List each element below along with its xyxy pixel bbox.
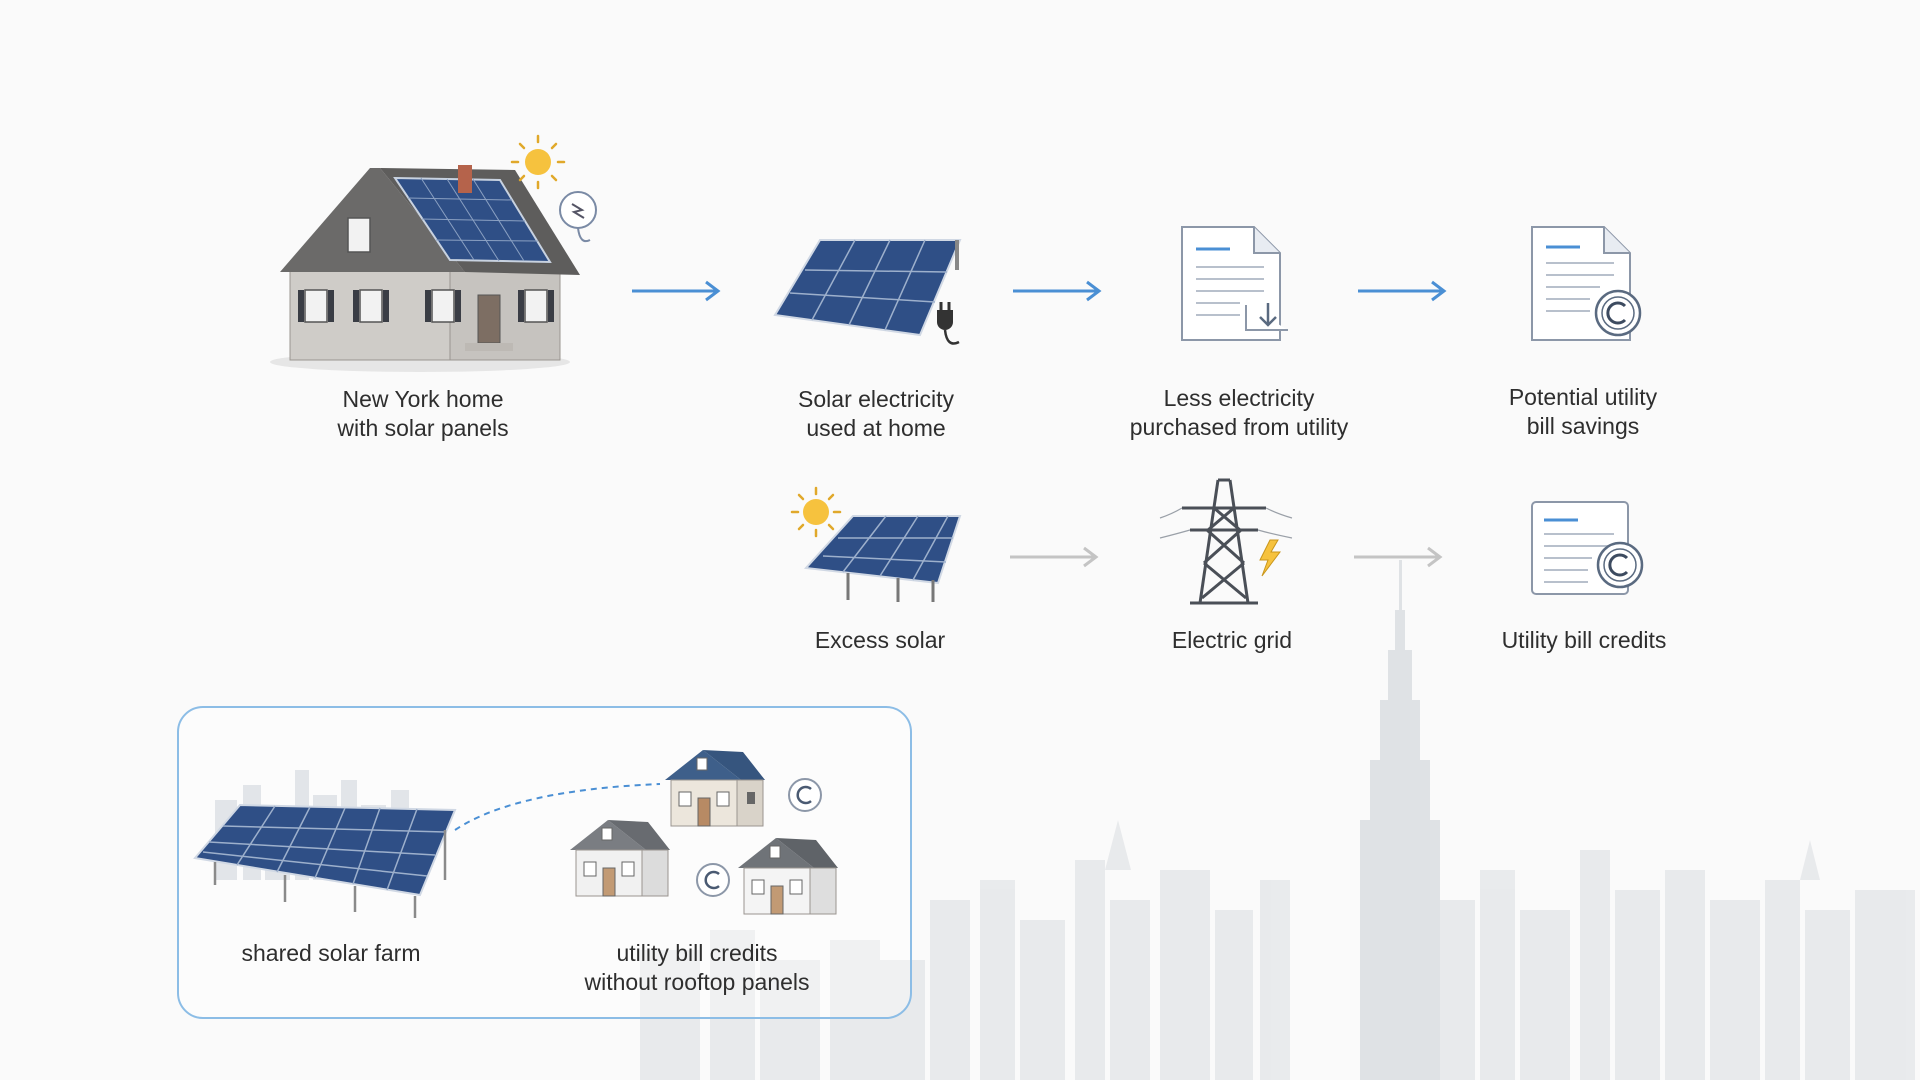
excess-solar-icon — [790, 486, 962, 602]
house-with-solar-icon — [270, 134, 597, 372]
transmission-tower-icon — [1159, 478, 1293, 605]
document-download-icon — [1181, 226, 1288, 341]
savings-label: Potential utility bill savings — [1508, 384, 1658, 439]
solar-panel-plug-icon — [773, 239, 962, 345]
solar-used-label: Solar electricity used at home — [798, 386, 954, 441]
bill-credits-icon — [1531, 501, 1644, 595]
bill-savings-icon — [1531, 226, 1642, 341]
arrow-right-icon — [1013, 280, 1102, 302]
arrow-right-gray-icon — [1010, 546, 1099, 568]
grid-label: Electric grid — [1171, 627, 1293, 653]
shared-solar-illustration — [193, 750, 838, 918]
excess-solar-label: Excess solar — [814, 627, 946, 653]
arrow-right-icon — [632, 280, 721, 302]
less-purchased-label: Less electricity purchased from utility — [1129, 385, 1349, 440]
arrow-right-gray-icon — [1354, 546, 1443, 568]
shared-credits-label: utility bill credits without rooftop pan… — [584, 940, 810, 995]
home-label: New York home with solar panels — [337, 386, 509, 441]
shared-farm-label: shared solar farm — [241, 940, 421, 966]
arrow-right-icon — [1358, 280, 1447, 302]
bill-credits-label: Utility bill credits — [1501, 627, 1667, 653]
